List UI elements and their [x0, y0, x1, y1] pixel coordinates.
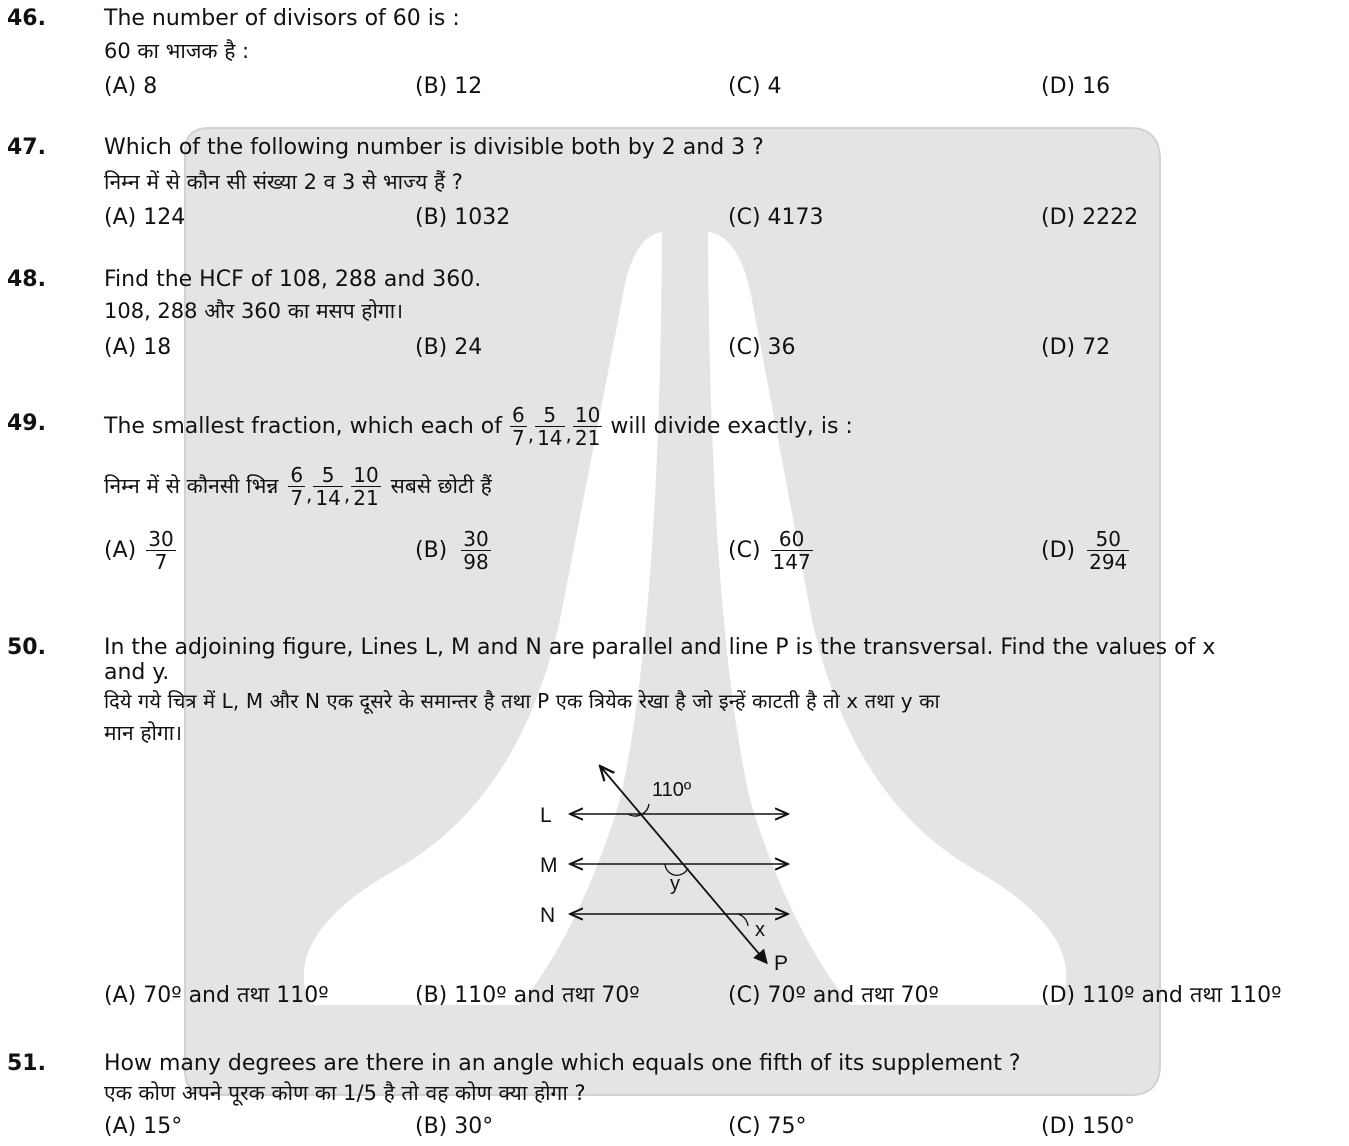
question-number: 46.: [7, 6, 46, 31]
question-text-prefix: निम्न में से कौनसी भिन्न: [104, 474, 279, 498]
angle-label-110: 110º: [652, 779, 692, 801]
line-label-n: N: [540, 904, 555, 927]
question-number: 48.: [7, 267, 46, 292]
option-d[interactable]: (D) 72: [1041, 335, 1111, 360]
option-a[interactable]: (A) 124: [104, 205, 186, 230]
option-c[interactable]: (C) 4173: [728, 205, 824, 230]
angle-label-x: x: [755, 919, 765, 941]
option-label: (C): [728, 538, 761, 563]
question-text-english-line1: In the adjoining figure, Lines L, M and …: [104, 635, 1216, 660]
line-label-l: L: [540, 804, 552, 827]
question-number: 47.: [7, 135, 46, 160]
question-number: 50.: [7, 635, 46, 660]
option-b[interactable]: (B) 12: [415, 74, 483, 99]
transversal-p: [600, 766, 766, 962]
option-b[interactable]: (B) 1032: [415, 205, 511, 230]
option-d[interactable]: (D) 16: [1041, 74, 1111, 99]
option-a[interactable]: (A) 15°: [104, 1114, 183, 1139]
transversal-label-p: P: [774, 952, 788, 975]
question-number: 51.: [7, 1051, 46, 1076]
angle-arc-110: [627, 803, 650, 817]
question-text-suffix: will divide exactly, is :: [610, 413, 853, 439]
question-text-english: Find the HCF of 108, 288 and 360.: [104, 267, 482, 292]
question-text-hindi: 60 का भाजक है :: [104, 39, 250, 63]
question-text-hindi: निम्न में से कौन सी संख्या 2 व 3 से भाज्…: [104, 170, 463, 194]
watermark-right-arch: [708, 232, 1067, 1005]
option-c[interactable]: (C) 36: [728, 335, 796, 360]
question-text-hindi-line2: मान होगा।: [104, 721, 183, 745]
option-d[interactable]: (D) 2222: [1041, 205, 1139, 230]
option-label: (D): [1041, 538, 1076, 563]
question-text-english: Which of the following number is divisib…: [104, 135, 764, 160]
option-a[interactable]: (A) 8: [104, 74, 158, 99]
option-c[interactable]: (C) 70º and तथा 70º: [728, 983, 939, 1008]
question-number: 49.: [7, 411, 46, 436]
option-label: (A): [104, 538, 137, 563]
angle-arc-x: [737, 913, 749, 927]
option-b[interactable]: (B) 24: [415, 335, 483, 360]
option-b[interactable]: (B) 30°: [415, 1114, 494, 1139]
question-text-english: How many degrees are there in an angle w…: [104, 1051, 1021, 1076]
option-a[interactable]: (A) 18: [104, 335, 172, 360]
question-text-english: The number of divisors of 60 is :: [104, 6, 460, 31]
option-b[interactable]: (B) 110º and तथा 70º: [415, 983, 640, 1008]
line-label-m: M: [540, 854, 558, 877]
option-a[interactable]: (A) 70º and तथा 110º: [104, 983, 329, 1008]
question-text-hindi: 108, 288 और 360 का मसप होगा।: [104, 299, 404, 323]
question-text-hindi: एक कोण अपने पूरक कोण का 1/5 है तो वह कोण…: [104, 1081, 586, 1105]
question-text-suffix: सबसे छोटी हैं: [390, 474, 492, 498]
question-text-prefix: The smallest fraction, which each of: [104, 413, 502, 439]
option-c[interactable]: (C) 4: [728, 74, 782, 99]
angle-arc-y: [664, 863, 689, 876]
parallel-lines-figure: 110º L M N y x P: [540, 756, 820, 975]
question-text-hindi-line1: दिये गये चित्र में L, M और N एक दूसरे के…: [104, 689, 940, 713]
watermark-outline: [184, 127, 1161, 1096]
question-text-english-line2: and y.: [104, 660, 170, 685]
angle-label-y: y: [670, 873, 680, 895]
option-d[interactable]: (D) 150°: [1041, 1114, 1136, 1139]
option-c[interactable]: (C) 75°: [728, 1114, 807, 1139]
option-d[interactable]: (D) 110º and तथा 110º: [1041, 983, 1282, 1008]
option-label: (B): [415, 538, 448, 563]
